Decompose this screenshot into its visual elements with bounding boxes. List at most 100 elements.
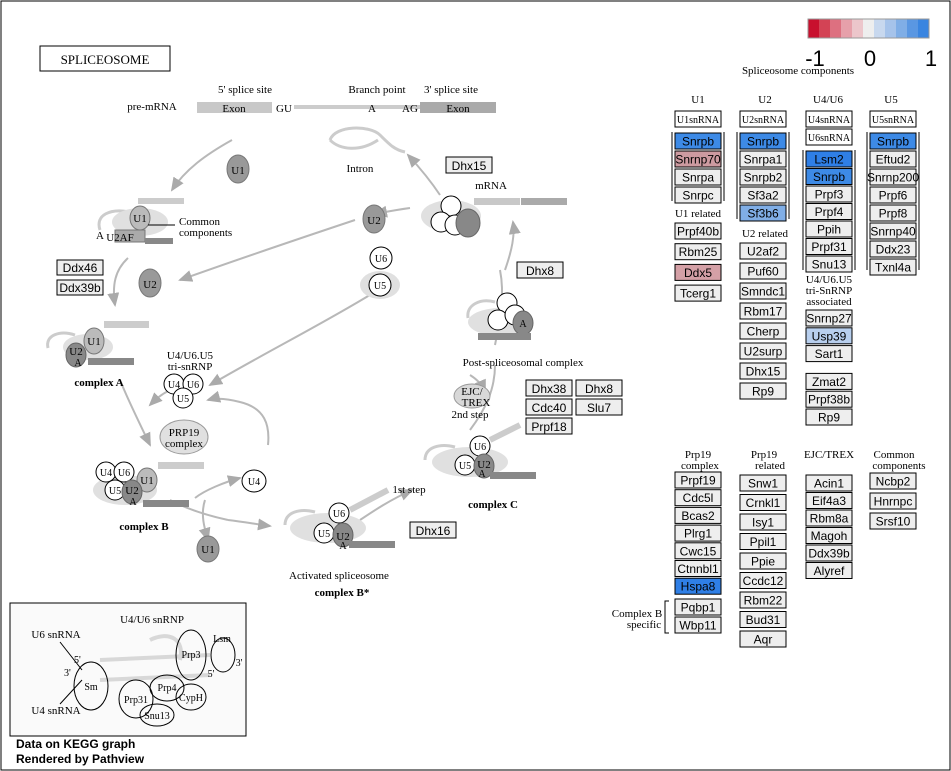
gene-node-magoh[interactable]: Magoh	[805, 527, 853, 544]
gene-node-pqbp1[interactable]: Pqbp1	[674, 598, 722, 616]
gene-node-snrpb[interactable]: Snrpb	[805, 168, 853, 185]
gene-node-dhx8[interactable]: Dhx8	[516, 261, 564, 279]
gene-node-sf3b6[interactable]: Sf3b6	[739, 204, 787, 222]
gene-node-snw1[interactable]: Snw1	[739, 474, 787, 492]
gene-node-prpf40b[interactable]: Prpf40b	[674, 222, 722, 240]
gene-node-ddx23[interactable]: Ddx23	[869, 240, 917, 258]
gene-node-u2surp[interactable]: U2surp	[739, 342, 787, 360]
gene-label: Crnkl1	[746, 496, 781, 510]
complex-c-u5-label: U5	[459, 461, 471, 472]
gene-node-prpf8[interactable]: Prpf8	[869, 204, 917, 222]
gene-node-hnrnpc[interactable]: Hnrnpc	[869, 492, 917, 510]
gene-node-rbm8a[interactable]: Rbm8a	[805, 509, 853, 527]
gene-node-prpf19[interactable]: Prpf19	[674, 471, 722, 489]
gene-node-prpf6[interactable]: Prpf6	[869, 186, 917, 204]
gene-node-tcerg1[interactable]: Tcerg1	[674, 284, 722, 302]
gene-node-puf60[interactable]: Puf60	[739, 262, 787, 280]
gene-node-crnkl1[interactable]: Crnkl1	[739, 494, 787, 511]
legend-swatch	[907, 19, 918, 38]
gene-node-bcas2[interactable]: Bcas2	[674, 506, 722, 524]
gene-node-ppie[interactable]: Ppie	[739, 552, 787, 570]
gene-node-rp9[interactable]: Rp9	[805, 408, 853, 426]
gene-node-smndc1[interactable]: Smndc1	[739, 282, 787, 300]
gene-box	[739, 591, 787, 609]
gene-node-plrg1[interactable]: Plrg1	[674, 524, 722, 542]
gene-node-snrnp27[interactable]: Snrnp27	[805, 309, 853, 327]
gene-node-rbm22[interactable]: Rbm22	[739, 591, 787, 609]
gene-node-txnl4a[interactable]: Txnl4a	[869, 258, 917, 276]
gene-node-acin1[interactable]: Acin1	[805, 474, 853, 492]
released-u6	[369, 246, 393, 270]
gene-node-ccdc12[interactable]: Ccdc12	[739, 572, 787, 589]
gene-box	[805, 345, 853, 363]
gene-node-snrnp40[interactable]: Snrnp40	[869, 222, 917, 240]
gene-label: Bud31	[746, 613, 781, 627]
gene-node-prpf18[interactable]: Prpf18	[525, 417, 573, 435]
gene-box	[674, 132, 722, 150]
post-label: Post-spliceosomal complex	[463, 357, 584, 369]
gene-node-u2af2[interactable]: U2af2	[739, 242, 787, 260]
gene-node-dhx8-2[interactable]: Dhx8	[575, 379, 623, 397]
gene-node-snrnp200[interactable]: Snrnp200	[867, 168, 919, 186]
gene-node-prpf38b[interactable]: Prpf38b	[805, 390, 853, 408]
gene-node-ctnnbl1[interactable]: Ctnnbl1	[674, 560, 722, 577]
gene-node-cherp[interactable]: Cherp	[739, 322, 787, 340]
gene-node-prpf31[interactable]: Prpf31	[805, 238, 853, 255]
gene-node-snrpb[interactable]: Snrpb	[674, 132, 722, 150]
gene-node-dhx38[interactable]: Dhx38	[525, 379, 573, 397]
gene-node-ppih[interactable]: Ppih	[805, 220, 853, 238]
gene-node-snrnp70[interactable]: Snrnp70	[674, 150, 722, 168]
gene-node-eftud2[interactable]: Eftud2	[869, 150, 917, 168]
gene-node-snrpb[interactable]: Snrpb	[869, 132, 917, 150]
gene-node-slu7[interactable]: Slu7	[575, 398, 623, 416]
gene-node-bud31[interactable]: Bud31	[739, 611, 787, 628]
gene-node-snrpb2[interactable]: Snrpb2	[739, 168, 787, 186]
gene-node-hspa8[interactable]: Hspa8	[674, 577, 722, 595]
gene-node-snu13[interactable]: Snu13	[805, 255, 853, 273]
gene-node-snrpa[interactable]: Snrpa	[674, 168, 722, 186]
gene-node-wbp11[interactable]: Wbp11	[674, 616, 722, 634]
gene-node-cdc5l[interactable]: Cdc5l	[674, 489, 722, 507]
gene-node-alyref[interactable]: Alyref	[805, 562, 853, 579]
gene-node-rp9[interactable]: Rp9	[739, 382, 787, 400]
inset-3prime-1: 3'	[64, 668, 71, 679]
gene-label: Snrpb2	[744, 171, 783, 185]
gene-node-prpf4[interactable]: Prpf4	[805, 203, 853, 220]
gene-node-ncbp2[interactable]: Ncbp2	[869, 472, 917, 490]
gene-node-ddx39b[interactable]: Ddx39b	[56, 279, 104, 296]
gene-node-eif4a3[interactable]: Eif4a3	[805, 492, 853, 509]
gene-node-snrpb[interactable]: Snrpb	[739, 132, 787, 150]
gene-node-lsm2[interactable]: Lsm2	[805, 150, 853, 168]
gene-node-zmat2[interactable]: Zmat2	[805, 372, 853, 390]
gene-node-snrpa1[interactable]: Snrpa1	[739, 150, 787, 168]
gene-node-aqr[interactable]: Aqr	[739, 630, 787, 648]
gene-node-cdc40[interactable]: Cdc40	[525, 398, 573, 416]
gene-node-dhx15[interactable]: Dhx15	[739, 362, 787, 380]
gene-node-sart1[interactable]: Sart1	[805, 345, 853, 363]
gene-node-rbm17[interactable]: Rbm17	[739, 302, 787, 320]
gene-node-srsf10[interactable]: Srsf10	[869, 512, 917, 530]
first-step-label: 1st step	[392, 484, 426, 496]
u2af-label: U2AF	[106, 232, 134, 244]
gene-node-usp39[interactable]: Usp39	[805, 327, 853, 345]
gene-node-ppil1[interactable]: Ppil1	[739, 533, 787, 550]
gene-node-prpf3[interactable]: Prpf3	[805, 185, 853, 203]
exon-2-label: Exon	[446, 103, 470, 115]
gene-label: Zmat2	[812, 375, 846, 389]
gene-node-dhx15[interactable]: Dhx15	[445, 156, 493, 174]
gene-node-snrpc[interactable]: Snrpc	[674, 186, 722, 204]
col-u1-snrna: U1snRNA	[677, 115, 720, 126]
legend-swatch	[918, 19, 929, 38]
gene-label: Wbp11	[679, 619, 716, 633]
gene-node-ddx5[interactable]: Ddx5	[674, 263, 722, 281]
gene-box	[805, 492, 853, 509]
gene-node-ddx39b[interactable]: Ddx39b	[805, 544, 853, 562]
gene-node-sf3a2[interactable]: Sf3a2	[739, 186, 787, 204]
gene-node-cwc15[interactable]: Cwc15	[674, 542, 722, 560]
gene-node-dhx16[interactable]: Dhx16	[409, 521, 457, 539]
gene-node-rbm25[interactable]: Rbm25	[674, 243, 722, 261]
gene-box	[674, 243, 722, 261]
gene-node-ddx46[interactable]: Ddx46	[56, 259, 104, 276]
gene-node-isy1[interactable]: Isy1	[739, 513, 787, 531]
gene-box	[805, 562, 853, 579]
